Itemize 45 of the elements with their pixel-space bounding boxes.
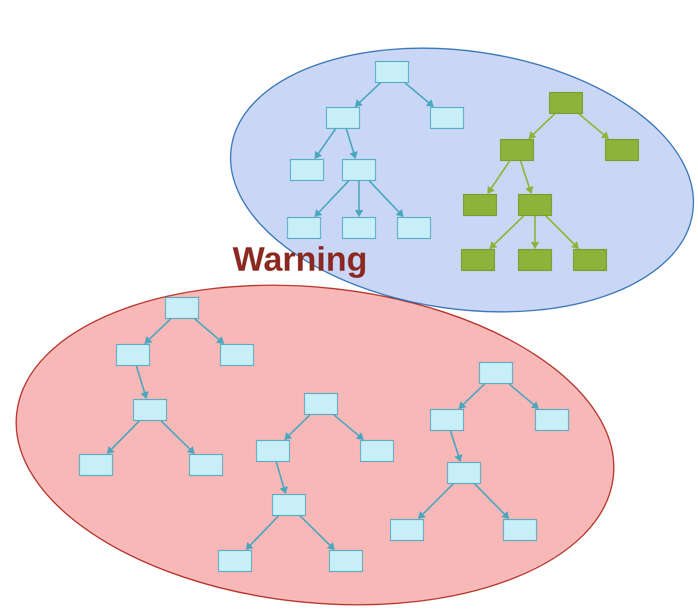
tree-box xyxy=(447,462,481,484)
tree-box xyxy=(329,550,363,572)
tree-box xyxy=(342,159,376,181)
tree-box xyxy=(256,440,290,462)
tree-box xyxy=(360,440,394,462)
tree-box xyxy=(218,550,252,572)
tree-box xyxy=(326,107,360,129)
arrow xyxy=(508,383,539,409)
tree-box xyxy=(79,454,113,476)
arrow xyxy=(334,414,364,440)
tree-box xyxy=(573,249,607,271)
arrow xyxy=(314,128,336,159)
tree-box xyxy=(290,159,324,181)
tree-box xyxy=(605,139,639,161)
tree-box xyxy=(116,344,150,366)
arrow xyxy=(487,160,510,194)
tree-box xyxy=(430,107,464,129)
tree-box xyxy=(430,409,464,431)
tree-box xyxy=(463,194,497,216)
arrow xyxy=(160,420,195,454)
tree-box xyxy=(272,494,306,516)
tree-box xyxy=(165,297,199,319)
tree-box xyxy=(549,92,583,114)
tree-box xyxy=(518,249,552,271)
tree-box xyxy=(479,362,513,384)
arrow xyxy=(418,483,454,519)
tree-box xyxy=(518,194,552,216)
tree-box xyxy=(461,249,495,271)
tree-box xyxy=(535,409,569,431)
arrow xyxy=(246,515,280,550)
arrow xyxy=(578,113,609,139)
tree-box xyxy=(304,393,338,415)
tree-box xyxy=(390,519,424,541)
arrow xyxy=(300,515,335,550)
tree-box xyxy=(375,61,409,83)
tree-box xyxy=(220,344,254,366)
tree-box xyxy=(397,217,431,239)
tree-box xyxy=(133,399,167,421)
tree-box xyxy=(189,454,223,476)
ellipse-region xyxy=(16,284,614,606)
tree-box xyxy=(342,217,376,239)
tree-box xyxy=(287,217,321,239)
arrow xyxy=(545,215,579,249)
tree-box xyxy=(500,139,534,161)
tree-box xyxy=(503,519,537,541)
